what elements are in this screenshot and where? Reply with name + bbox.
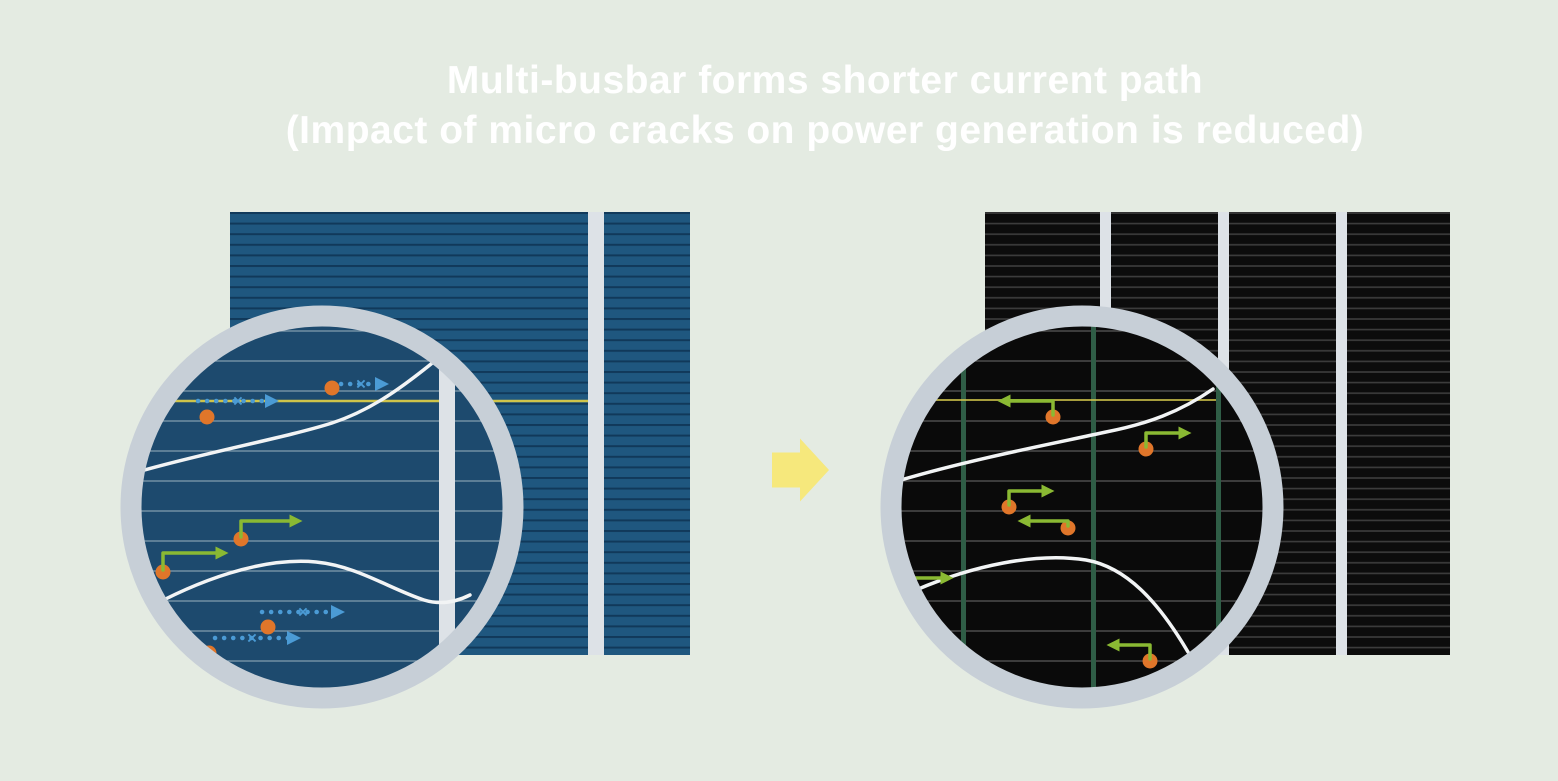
magnifier-right-view <box>901 326 1263 688</box>
blocked-path-x-icon: × <box>356 375 366 394</box>
blocked-path-x-icon: × <box>298 603 308 622</box>
title-line-1: Multi-busbar forms shorter current path <box>446 59 1204 102</box>
zoom-busbar-line <box>1216 326 1221 688</box>
electron-dot <box>199 409 215 425</box>
zoom-busbar-line <box>961 326 966 688</box>
diagram-title: Multi-busbar forms shorter current path … <box>46 56 1558 156</box>
magnifier-left-ring <box>120 305 524 709</box>
blocked-path-x-icon: × <box>233 392 243 411</box>
short-current-path-arrow <box>1144 426 1192 449</box>
electron-dot <box>155 564 171 580</box>
short-current-path-arrow <box>997 394 1055 417</box>
electron-dot <box>1060 520 1076 536</box>
zoom-busbar-line <box>1091 326 1096 688</box>
short-current-path-arrow <box>1106 638 1152 661</box>
micro-crack-line <box>914 556 1190 654</box>
short-current-path-arrow <box>239 514 303 539</box>
electron-dot <box>324 380 340 396</box>
transition-arrow-icon <box>772 438 829 502</box>
micro-crack-line <box>141 559 472 614</box>
short-current-path-arrow <box>1007 484 1055 507</box>
magnifier-left-view: × × × × <box>141 326 503 688</box>
title-line-2: (Impact of micro cracks on power generat… <box>285 108 1365 152</box>
magnifier-right-ring <box>880 305 1284 709</box>
electron-dot <box>1001 499 1017 515</box>
single-busbar <box>588 212 604 655</box>
blocked-path-x-icon: × <box>247 629 257 648</box>
short-current-path-arrow <box>1017 514 1070 528</box>
electron-dot <box>260 619 276 635</box>
micro-crack-line <box>901 387 1215 482</box>
short-current-path-arrow <box>161 546 229 572</box>
electron-dot <box>233 531 249 547</box>
electron-dot <box>1142 653 1158 669</box>
electron-dot <box>1045 409 1061 425</box>
multi-busbar-3 <box>1336 212 1347 655</box>
zoom-left-busbar <box>439 326 455 688</box>
electron-dot <box>1138 441 1154 457</box>
micro-crack-line <box>141 358 438 473</box>
